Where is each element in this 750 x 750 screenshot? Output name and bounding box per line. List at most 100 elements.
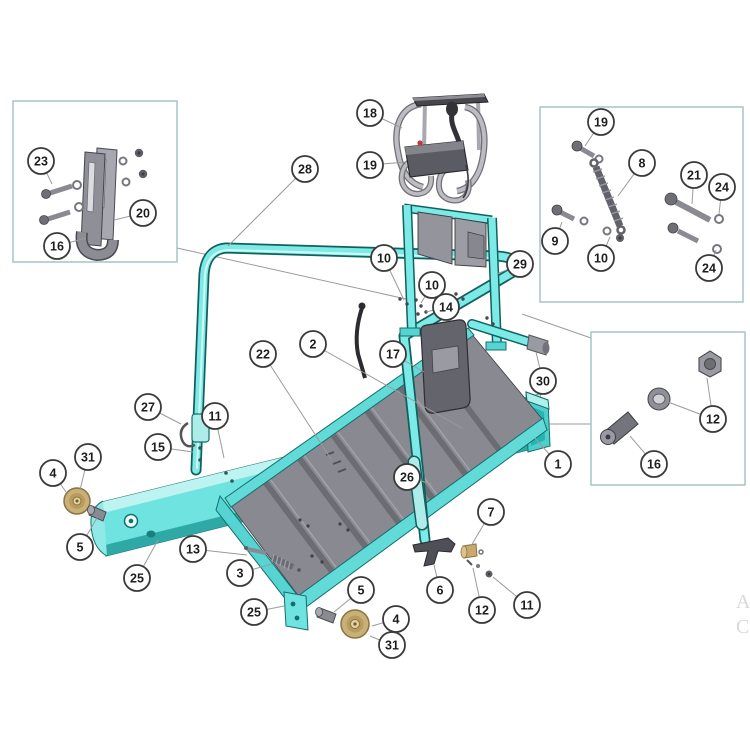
watermark-letter: C xyxy=(736,616,750,638)
callout-19: 19 xyxy=(587,108,615,136)
callout-24: 24 xyxy=(695,254,723,282)
svg-text:16: 16 xyxy=(50,240,64,254)
svg-text:5: 5 xyxy=(358,584,365,598)
axle-pin-left xyxy=(87,505,107,522)
callout-17: 17 xyxy=(379,340,407,368)
callout-11: 11 xyxy=(201,402,229,430)
callout-18: 18 xyxy=(356,99,384,127)
svg-text:14: 14 xyxy=(439,301,453,315)
svg-text:23: 23 xyxy=(34,155,48,169)
callout-29: 29 xyxy=(506,250,534,278)
svg-text:3: 3 xyxy=(237,567,244,581)
callout-16: 16 xyxy=(640,450,668,478)
svg-text:5: 5 xyxy=(77,541,84,555)
emergency-button xyxy=(417,140,423,146)
svg-text:31: 31 xyxy=(385,639,399,653)
callout-4: 4 xyxy=(382,605,410,633)
callout-21: 21 xyxy=(680,161,708,189)
svg-text:27: 27 xyxy=(141,401,155,415)
callout-16: 16 xyxy=(43,232,71,260)
callout-14: 14 xyxy=(432,293,460,321)
svg-text:11: 11 xyxy=(208,410,221,424)
callout-31: 31 xyxy=(74,443,102,471)
callout-26: 26 xyxy=(393,463,421,491)
callouts: 1819282320161989102124241010291417302222… xyxy=(27,99,736,659)
callout-8: 8 xyxy=(628,149,656,177)
svg-text:4: 4 xyxy=(393,613,400,627)
svg-text:8: 8 xyxy=(639,157,646,171)
upright-gate xyxy=(354,203,507,379)
callout-20: 20 xyxy=(129,199,157,227)
svg-text:1: 1 xyxy=(555,458,562,472)
callout-5: 5 xyxy=(347,576,375,604)
callout-10: 10 xyxy=(587,244,615,272)
hook xyxy=(179,421,196,448)
lever-cable xyxy=(354,307,367,379)
rail-bolts xyxy=(325,451,347,473)
svg-text:25: 25 xyxy=(130,572,144,586)
svg-text:4: 4 xyxy=(50,467,57,481)
callout-10: 10 xyxy=(418,271,446,299)
gate-bolt-marks xyxy=(398,292,495,326)
callout-28: 28 xyxy=(291,155,319,183)
deck-slats xyxy=(259,357,506,576)
small-hardware-bits xyxy=(466,549,493,578)
svg-text:26: 26 xyxy=(400,471,414,485)
small-spring xyxy=(270,553,301,572)
inset-bracket-detail xyxy=(12,100,178,263)
svg-text:12: 12 xyxy=(475,604,489,618)
front-corner-bracket xyxy=(283,591,309,631)
svg-text:29: 29 xyxy=(513,258,527,272)
callout-5: 5 xyxy=(66,533,94,561)
svg-text:10: 10 xyxy=(425,279,439,293)
callout-9: 9 xyxy=(541,227,569,255)
svg-text:24: 24 xyxy=(702,262,716,276)
svg-text:21: 21 xyxy=(687,169,701,183)
bushing xyxy=(460,543,478,559)
gate-panel xyxy=(417,211,453,265)
callout-13: 13 xyxy=(179,535,207,563)
callout-31: 31 xyxy=(378,631,406,659)
callout-12: 12 xyxy=(468,596,496,624)
svg-text:19: 19 xyxy=(594,116,608,130)
wheel-front-left xyxy=(63,487,91,515)
svg-text:12: 12 xyxy=(706,413,720,427)
svg-text:30: 30 xyxy=(536,375,550,389)
console-assembly xyxy=(393,93,489,204)
callout-25: 25 xyxy=(240,598,268,626)
wheel-front-bottom xyxy=(340,609,370,639)
support-bar xyxy=(467,319,550,356)
svg-text:9: 9 xyxy=(552,235,559,249)
deck-platform xyxy=(215,327,548,631)
roll-pin xyxy=(244,546,267,555)
svg-text:28: 28 xyxy=(298,163,312,177)
svg-text:10: 10 xyxy=(594,252,608,266)
svg-text:19: 19 xyxy=(363,159,377,173)
inset-bracket-bolts xyxy=(39,148,148,225)
svg-text:18: 18 xyxy=(363,107,377,121)
axle-pin-bottom xyxy=(315,607,337,624)
callout-27: 27 xyxy=(134,393,162,421)
joystick xyxy=(449,113,462,143)
svg-text:15: 15 xyxy=(151,441,165,455)
svg-text:6: 6 xyxy=(437,584,444,598)
svg-text:25: 25 xyxy=(247,606,261,620)
callout-3: 3 xyxy=(226,559,254,587)
callout-10: 10 xyxy=(370,244,398,272)
motor-cover xyxy=(420,319,471,414)
callout-4: 4 xyxy=(39,459,67,487)
deck-bolt-marks xyxy=(298,518,350,564)
callout-15: 15 xyxy=(144,433,172,461)
svg-text:13: 13 xyxy=(186,543,200,557)
callout-23: 23 xyxy=(27,147,55,175)
callout-19: 19 xyxy=(356,151,384,179)
tension-spring xyxy=(589,158,626,235)
callout-1: 1 xyxy=(544,450,572,478)
watermark-letter: A xyxy=(736,591,750,613)
svg-text:10: 10 xyxy=(377,252,391,266)
svg-text:16: 16 xyxy=(647,458,661,472)
callout-2: 2 xyxy=(299,330,327,358)
latch-lever xyxy=(412,537,456,567)
